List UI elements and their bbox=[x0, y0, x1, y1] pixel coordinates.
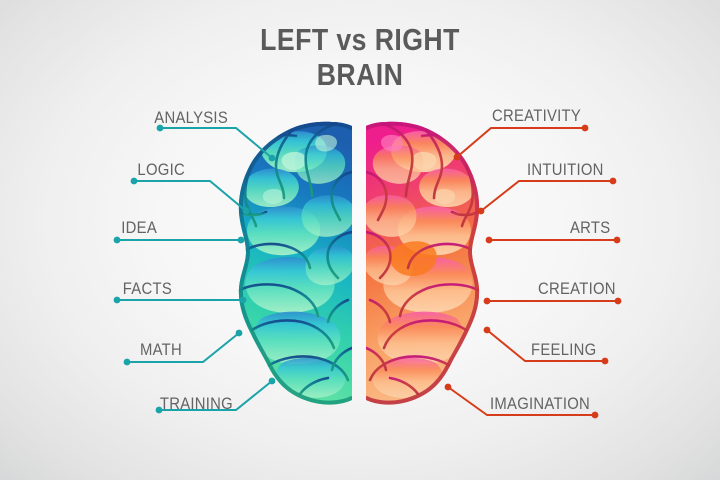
connector-dot-math-outer bbox=[123, 358, 131, 366]
connector-dot-intuition-outer bbox=[477, 207, 485, 215]
label-logic: LOGIC bbox=[137, 161, 185, 179]
connector-dot-arts-outer bbox=[485, 236, 493, 244]
label-creation: CREATION bbox=[538, 280, 616, 298]
label-math: MATH bbox=[139, 341, 182, 359]
connector-dot-idea-outer bbox=[113, 236, 121, 244]
connector-dot-creativity-inner bbox=[581, 124, 589, 132]
page-title: LEFT vs RIGHT BRAIN bbox=[50, 22, 669, 92]
connector-line-logic bbox=[133, 180, 247, 212]
label-facts: FACTS bbox=[122, 280, 172, 298]
connector-dot-facts-inner bbox=[239, 296, 247, 304]
connector-dot-creation-outer bbox=[483, 297, 491, 305]
connector-dot-imagination-outer bbox=[444, 383, 452, 391]
connector-dot-logic-outer bbox=[130, 177, 138, 185]
connector-dot-imagination-inner bbox=[591, 411, 599, 419]
label-intuition: INTUITION bbox=[527, 161, 604, 179]
connector-dot-training-inner bbox=[268, 377, 276, 385]
label-feeling: FEELING bbox=[531, 341, 597, 359]
connector-dot-analysis-inner bbox=[268, 154, 276, 162]
label-training: TRAINING bbox=[159, 395, 233, 413]
label-arts: ARTS bbox=[570, 219, 611, 237]
connector-dot-creativity-outer bbox=[453, 153, 461, 161]
title-line-1: LEFT vs RIGHT bbox=[260, 22, 460, 57]
label-idea: IDEA bbox=[121, 219, 157, 237]
connector-line-intuition bbox=[480, 180, 614, 212]
connector-dot-intuition-inner bbox=[609, 177, 617, 185]
connector-dot-analysis-outer bbox=[156, 124, 164, 132]
connector-line-training bbox=[158, 380, 273, 411]
left-connector-group bbox=[113, 124, 276, 414]
connector-line-analysis bbox=[159, 127, 273, 159]
label-creativity: CREATIVITY bbox=[492, 107, 582, 125]
connector-line-math bbox=[126, 332, 240, 363]
title-line-2: BRAIN bbox=[316, 57, 404, 92]
left-hemisphere bbox=[238, 121, 354, 405]
connector-dot-math-inner bbox=[235, 329, 243, 337]
right-connector-group bbox=[444, 124, 622, 419]
connector-dot-logic-inner bbox=[242, 207, 250, 215]
connector-dot-arts-inner bbox=[613, 236, 621, 244]
connector-line-imagination bbox=[447, 386, 596, 416]
connector-dot-training-outer bbox=[155, 406, 163, 414]
connector-dot-feeling-inner bbox=[601, 357, 609, 365]
label-imagination: IMAGINATION bbox=[490, 395, 591, 413]
connector-line-creativity bbox=[456, 127, 586, 158]
connector-line-feeling bbox=[486, 329, 606, 362]
label-analysis: ANALYSIS bbox=[154, 109, 228, 127]
connector-dot-feeling-outer bbox=[483, 326, 491, 334]
connector-dot-creation-inner bbox=[614, 297, 622, 305]
connector-dot-idea-inner bbox=[237, 236, 245, 244]
connector-dot-facts-outer bbox=[113, 296, 121, 304]
right-hemisphere bbox=[364, 121, 480, 405]
